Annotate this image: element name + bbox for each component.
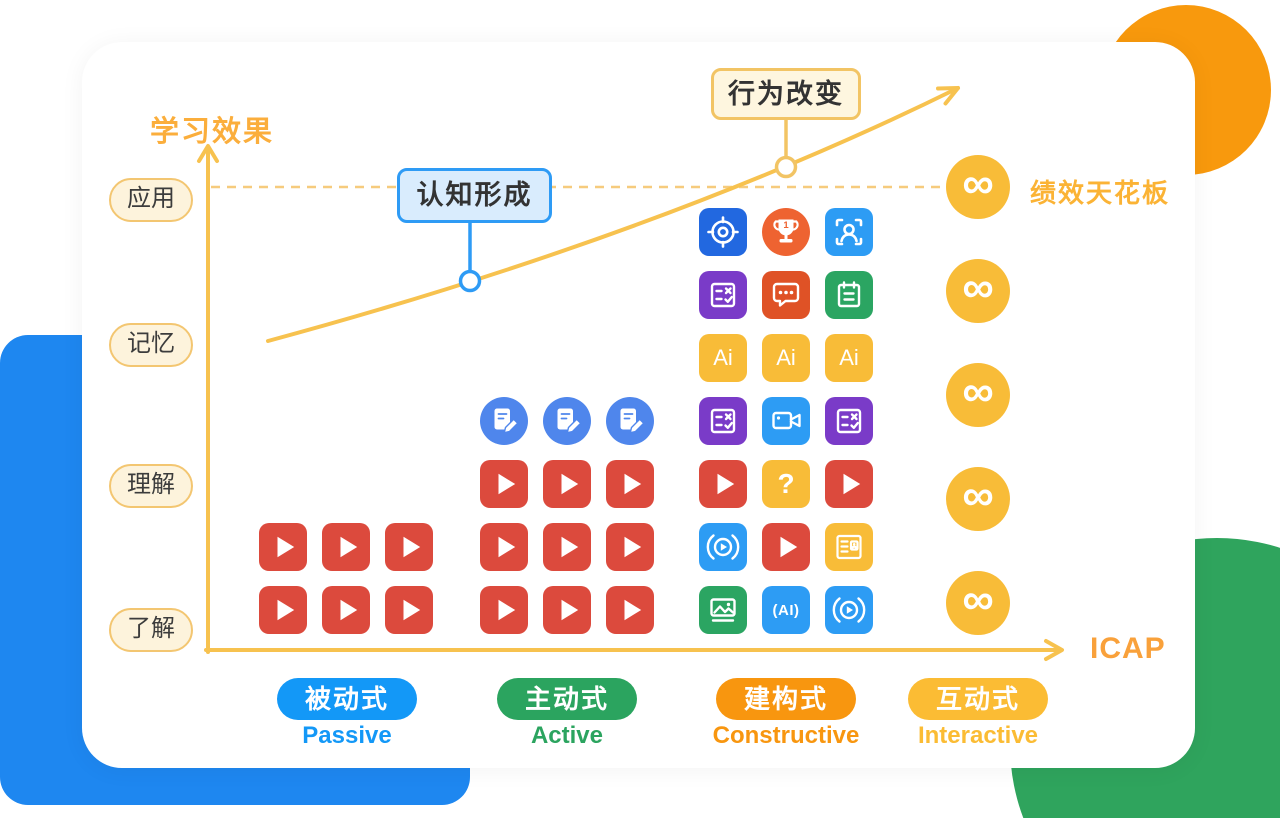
category-en-passive: Passive (302, 722, 392, 749)
note-icon (480, 397, 528, 445)
play-icon (606, 586, 654, 634)
play-icon (762, 523, 810, 571)
checklist-icon (699, 271, 747, 319)
ai-text-icon: Ai (762, 334, 810, 382)
play-icon (606, 523, 654, 571)
category-pill-passive: 被动式 (277, 678, 417, 720)
infinity-icon: ∞ (946, 363, 1010, 427)
play-icon (322, 586, 370, 634)
play-icon (825, 460, 873, 508)
infinity-icon: ∞ (946, 155, 1010, 219)
trophy-icon: 1 (762, 208, 810, 256)
note-icon (606, 397, 654, 445)
play-icon (480, 586, 528, 634)
play-icon (543, 460, 591, 508)
play-icon (385, 523, 433, 571)
play-icon (606, 460, 654, 508)
infinity-icon: ∞ (946, 259, 1010, 323)
ai-text-icon: Ai (699, 334, 747, 382)
ai-parens-icon: (AI) (762, 586, 810, 634)
level-pill-memory: 记忆 (109, 323, 193, 367)
play-icon (699, 460, 747, 508)
play-icon (480, 460, 528, 508)
question-icon: ? (762, 460, 810, 508)
infinity-icon: ∞ (946, 467, 1010, 531)
parens-play-icon (825, 586, 873, 634)
category-pill-active: 主动式 (497, 678, 637, 720)
id-card-icon (825, 523, 873, 571)
category-en-constructive: Constructive (712, 722, 860, 749)
category-pill-interactive: 互动式 (908, 678, 1048, 720)
face-scan-icon (825, 208, 873, 256)
play-icon (543, 523, 591, 571)
clipboard-icon (825, 271, 873, 319)
x-axis-label: ICAP (1090, 632, 1166, 665)
note-icon (543, 397, 591, 445)
level-pill-understand: 理解 (109, 464, 193, 508)
checklist-icon (699, 397, 747, 445)
camera-icon (762, 397, 810, 445)
category-pill-constructive: 建构式 (716, 678, 856, 720)
checklist-icon (825, 397, 873, 445)
y-axis-label: 学习效果 (150, 116, 275, 148)
image-icon (699, 586, 747, 634)
infinity-icon: ∞ (946, 571, 1010, 635)
cognition-formation-callout: 认知形成 (397, 168, 552, 223)
category-en-interactive: Interactive (917, 722, 1039, 749)
play-icon (543, 586, 591, 634)
performance-ceiling-label: 绩效天花板 (1030, 178, 1171, 208)
play-icon (385, 586, 433, 634)
target-icon (699, 208, 747, 256)
category-en-active: Active (530, 722, 604, 749)
parens-play-icon (699, 523, 747, 571)
chat-icon (762, 271, 810, 319)
play-icon (259, 586, 307, 634)
ai-text-icon: Ai (825, 334, 873, 382)
level-pill-apply: 应用 (109, 178, 193, 222)
behavior-change-callout: 行为改变 (711, 68, 861, 120)
play-icon (322, 523, 370, 571)
level-pill-know: 了解 (109, 608, 193, 652)
play-icon (259, 523, 307, 571)
svg-text:1: 1 (783, 220, 789, 231)
play-icon (480, 523, 528, 571)
